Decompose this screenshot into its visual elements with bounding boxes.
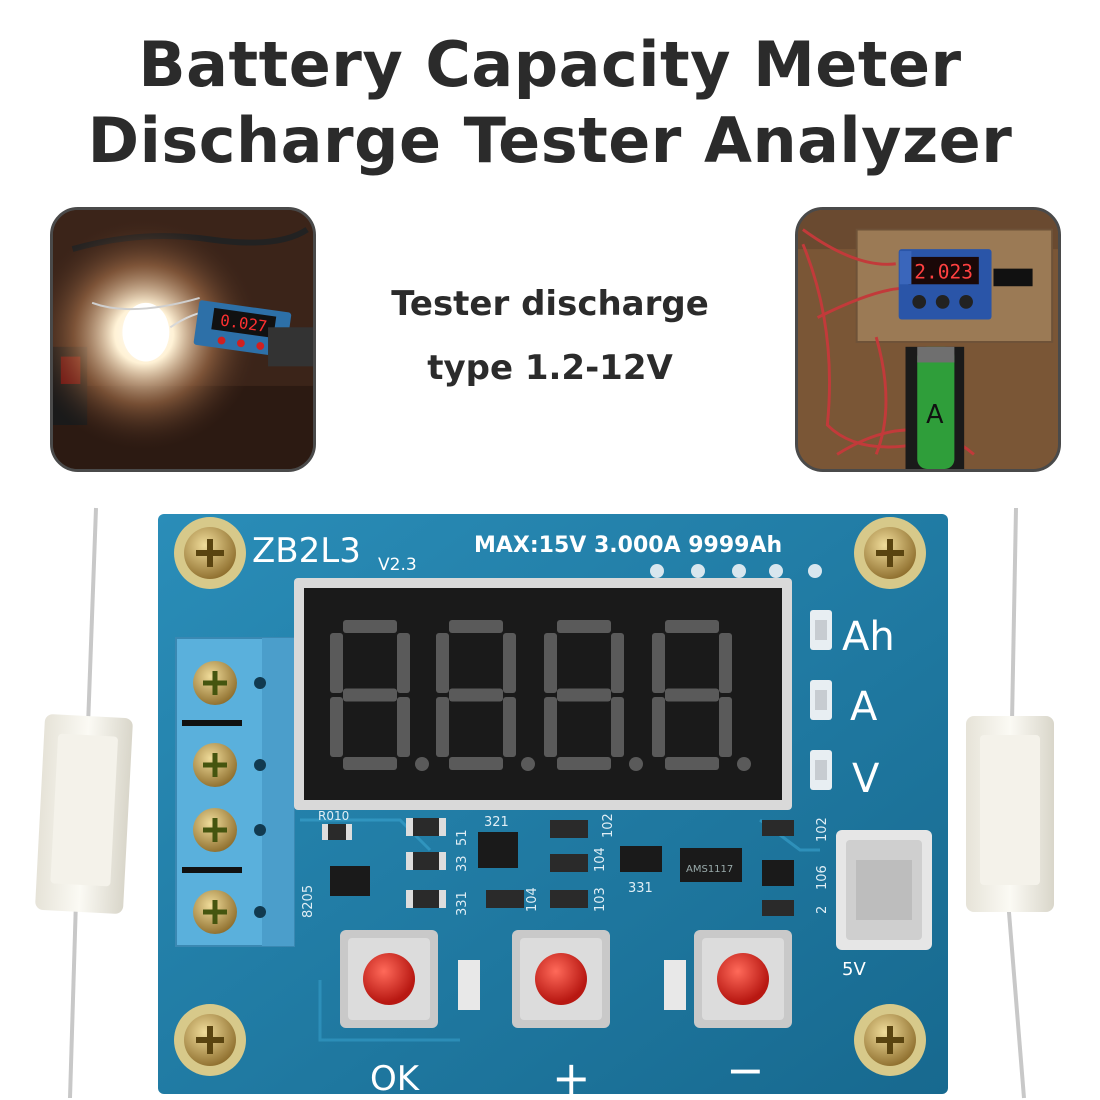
digit-3-segment (611, 697, 624, 757)
digit-4-segment (665, 620, 719, 633)
plus-button-label: + (552, 1051, 591, 1100)
terminal-screw-1 (193, 661, 237, 705)
silk-331-a: 331 (455, 891, 470, 916)
silk-2: 2 (815, 906, 830, 914)
silk-r010: R010 (318, 809, 349, 823)
version-label: V2.3 (378, 555, 417, 575)
digit-4-segment (652, 697, 665, 757)
silk-102-b: 102 (815, 817, 830, 842)
digit-4-segment (665, 757, 719, 770)
screw-top-left (174, 517, 246, 589)
digit-1-segment (397, 697, 410, 757)
seven-segment-display (294, 578, 792, 810)
plus-button[interactable] (512, 930, 610, 1028)
indicator-label-v: V (852, 756, 880, 802)
smd-components: R010 8205 321 331 331 33 51 104 104 103 … (301, 809, 830, 1004)
digit-3-segment (544, 633, 557, 693)
indicator-label-ah: Ah (842, 614, 895, 660)
digit-2-decimal-point (521, 757, 535, 771)
silk-33: 33 (455, 855, 470, 872)
subtitle-line-2: type 1.2-12V (427, 348, 673, 388)
board-scene: ZB2L3 V2.3 MAX:15V 3.000A 9999Ah (0, 490, 1100, 1100)
digit-1-decimal-point (415, 757, 429, 771)
minus-button[interactable] (694, 930, 792, 1028)
model-label: ZB2L3 (252, 531, 361, 571)
digit-2-segment (436, 697, 449, 757)
silk-103: 103 (593, 887, 608, 912)
silk-104-b: 104 (593, 847, 608, 872)
digit-4-segment (719, 633, 732, 693)
digit-1-segment (343, 757, 397, 770)
digit-4-segment (665, 688, 719, 702)
subtitle-line-1: Tester discharge (391, 284, 709, 324)
digit-3-segment (557, 688, 611, 702)
indicator-v: V (810, 750, 880, 802)
power-resistor-right (966, 507, 1054, 1099)
battery-marker: A (926, 399, 944, 429)
ok-button[interactable] (340, 930, 438, 1028)
digit-2-segment (503, 697, 516, 757)
digit-3-segment (544, 697, 557, 757)
silk-321: 321 (484, 815, 509, 830)
battery-module-readout: 2.023 (914, 260, 973, 283)
photo-battery-test: 2.023 A (795, 207, 1061, 472)
photo-lamp-discharge: 0.027 (50, 207, 316, 472)
digit-1-segment (343, 620, 397, 633)
silk-104-a: 104 (525, 887, 540, 912)
spec-label: MAX:15V 3.000A 9999Ah (474, 533, 782, 558)
minus-button-label: − (726, 1043, 765, 1097)
terminal-screw-3 (193, 808, 237, 852)
indicator-ah: Ah (810, 610, 895, 660)
digit-2-segment (449, 620, 503, 633)
pcb-board: ZB2L3 V2.3 MAX:15V 3.000A 9999Ah (158, 514, 948, 1100)
terminal-screw-4 (193, 890, 237, 934)
indicator-label-a: A (850, 684, 878, 730)
digit-3-segment (557, 620, 611, 633)
silk-51: 51 (455, 829, 470, 846)
silk-106: 106 (815, 865, 830, 890)
silk-102-a: 102 (601, 813, 616, 838)
digit-2-segment (449, 757, 503, 770)
silk-8205: 8205 (301, 885, 316, 918)
terminal-block (175, 637, 295, 947)
digit-3-decimal-point (629, 757, 643, 771)
digit-2-segment (503, 633, 516, 693)
digit-4-segment (719, 697, 732, 757)
screw-top-right (854, 517, 926, 589)
ok-button-label: OK (370, 1059, 421, 1099)
silk-331-b: 331 (628, 881, 653, 896)
digit-2-segment (449, 688, 503, 702)
display-digits (330, 620, 751, 771)
digit-1-segment (397, 633, 410, 693)
title-line-2: Discharge Tester Analyzer (87, 104, 1013, 177)
title-line-1: Battery Capacity Meter (138, 28, 962, 101)
power-resistor-left (35, 507, 133, 1099)
indicator-a: A (810, 680, 878, 730)
digit-3-segment (611, 633, 624, 693)
digit-2-segment (436, 633, 449, 693)
digit-4-decimal-point (737, 757, 751, 771)
digit-3-segment (557, 757, 611, 770)
digit-1-segment (343, 688, 397, 702)
screw-bottom-right (854, 1004, 926, 1076)
micro-usb-port[interactable] (836, 830, 932, 950)
screw-bottom-left (174, 1004, 246, 1076)
digit-4-segment (652, 633, 665, 693)
digit-1-segment (330, 697, 343, 757)
digit-1-segment (330, 633, 343, 693)
usb-voltage-label: 5V (842, 959, 866, 980)
terminal-screw-2 (193, 743, 237, 787)
silk-ams1117: AMS1117 (686, 864, 733, 875)
